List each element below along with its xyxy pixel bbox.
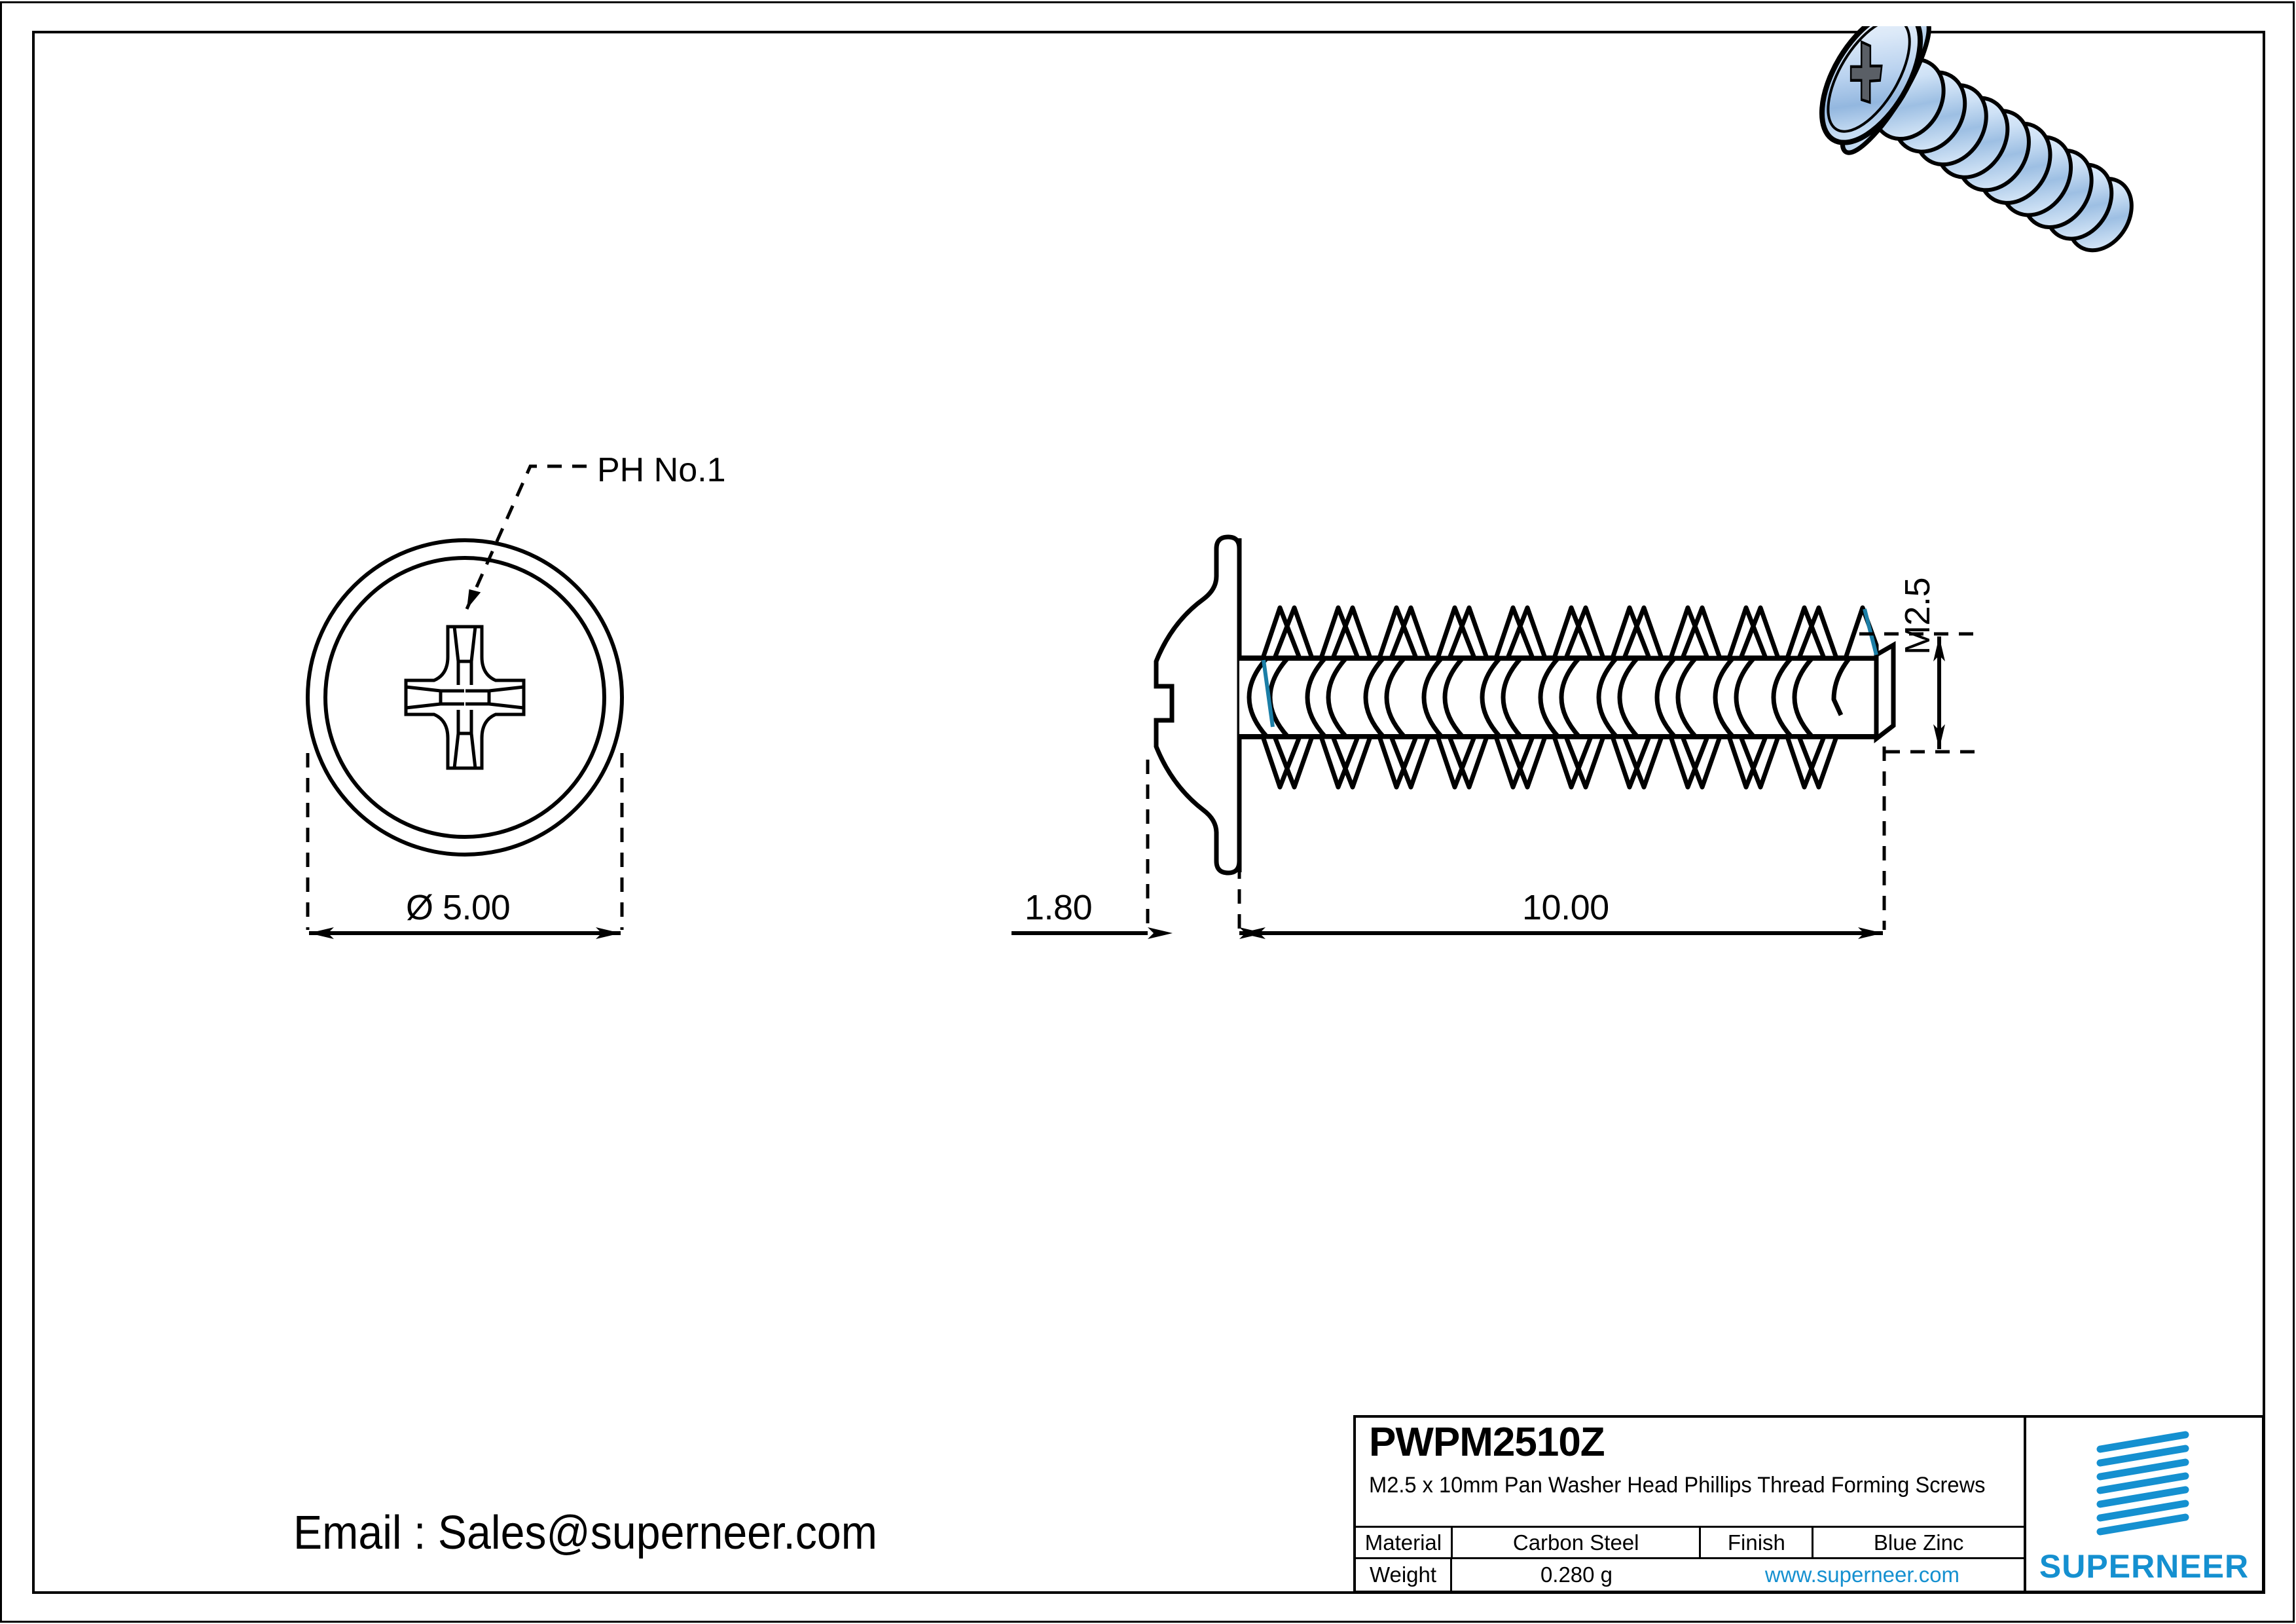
weight-value: 0.280 g: [1540, 1562, 1613, 1587]
phillips-cross-recess: [404, 625, 526, 770]
title-block-heading: PWPM2510Z M2.5 x 10mm Pan Washer Head Ph…: [1356, 1418, 2024, 1528]
title-block: PWPM2510Z M2.5 x 10mm Pan Washer Head Ph…: [1353, 1415, 2265, 1593]
head-diameter-label: Ø 5.00: [406, 888, 511, 927]
side-view-group: [1011, 534, 1977, 939]
website-link[interactable]: www.superneer.com: [1764, 1562, 1960, 1587]
superneer-logo-icon: [2096, 1431, 2189, 1536]
3d-screw-render: [1819, 26, 2134, 253]
phillips-recess-3d: [1850, 40, 1883, 104]
screw-tip: [1874, 640, 1896, 744]
finish-value: Blue Zinc: [1873, 1530, 1964, 1555]
material-label: Material: [1356, 1528, 1453, 1557]
material-row: Material Carbon Steel Finish Blue Zinc: [1356, 1528, 2024, 1559]
weight-label: Weight: [1356, 1559, 1452, 1591]
thread-length-label: 10.00: [1522, 888, 1609, 927]
brand-wordmark: SUPERNEER: [2039, 1548, 2250, 1585]
recess-leader-line: [465, 464, 587, 610]
head-height-label: 1.80: [1025, 888, 1093, 927]
title-block-left: PWPM2510Z M2.5 x 10mm Pan Washer Head Ph…: [1356, 1418, 2026, 1591]
thread-size-dimension: [1859, 632, 1977, 754]
part-number: PWPM2510Z: [1369, 1420, 1605, 1465]
screw-thread-coils: [1870, 57, 2134, 253]
thread-size-label: M2.5: [1898, 577, 1937, 655]
weight-value-and-website: 0.280 g www.superneer.com: [1452, 1559, 2024, 1591]
recess-callout-label: PH No.1: [597, 451, 726, 489]
thread-profile: [1247, 605, 1879, 790]
thread-accent-lines: [1262, 608, 1878, 728]
material-value: Carbon Steel: [1453, 1528, 1702, 1557]
front-view-group: [306, 464, 624, 939]
pan-washer-head-profile: [1154, 534, 1242, 876]
head-diameter-dimension: [306, 753, 624, 939]
sheet-inner-border: [32, 31, 2265, 1594]
weight-row: Weight 0.280 g www.superneer.com: [1356, 1559, 2024, 1591]
contact-email-text: Email : Sales@superneer.com: [293, 1507, 877, 1559]
thread-length-dimension: [1241, 747, 1886, 939]
part-description: M2.5 x 10mm Pan Washer Head Phillips Thr…: [1369, 1473, 1986, 1498]
brand-panel: SUPERNEER: [2026, 1418, 2262, 1591]
finish-label: Finish: [1701, 1528, 1814, 1557]
